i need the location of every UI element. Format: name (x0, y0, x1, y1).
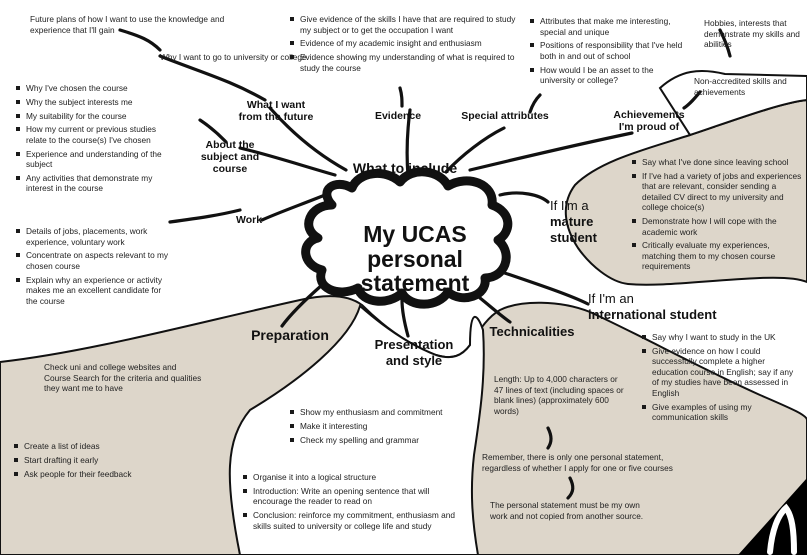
future-heading: What I want from the future (238, 99, 314, 123)
why-go-text: Why I want to go to university or colleg… (160, 52, 307, 62)
evidence-item: Evidence showing my understanding of wha… (290, 52, 522, 73)
mature-list: Say what I've done since leaving school … (632, 157, 804, 275)
title-line-1: My UCAS (363, 221, 467, 247)
mature-prefix: If I'm a (550, 198, 589, 213)
logo-mark (738, 478, 807, 555)
special-item: How would I be an asset to the universit… (530, 65, 690, 86)
technicalities-own-work: The personal statement must be my own wo… (490, 500, 644, 521)
work-list: Details of jobs, placements, work experi… (16, 226, 171, 309)
about-item: Any activities that demonstrate my inter… (16, 173, 176, 194)
preparation-item: Start drafting it early (14, 455, 174, 466)
international-prefix: If I'm an (588, 291, 634, 306)
evidence-heading: Evidence (374, 110, 422, 122)
about-list: Why I've chosen the course Why the subje… (16, 83, 176, 197)
international-item: Give examples of using my communication … (642, 402, 802, 423)
hub-heading: What to include (352, 160, 458, 176)
technicalities-remember: Remember, there is only one personal sta… (482, 452, 673, 473)
technicalities-length: Length: Up to 4,000 characters or 47 lin… (494, 374, 624, 416)
presentation-heading: Presentation and style (374, 337, 454, 368)
mature-heading: If I'm a mature student (550, 198, 612, 246)
evidence-list: Give evidence of the skills I have that … (290, 14, 522, 76)
special-list: Attributes that make me interesting, spe… (530, 16, 690, 89)
bottom-white-region (228, 304, 485, 555)
work-item: Explain why an experience or activity ma… (16, 275, 171, 307)
preparation-item: Ask people for their feedback (14, 469, 174, 480)
mature-item: Demonstrate how I will cope with the aca… (632, 216, 804, 237)
mature-item: Say what I've done since leaving school (632, 157, 804, 168)
special-item: Attributes that make me interesting, spe… (530, 16, 690, 37)
international-title: international student (588, 307, 717, 322)
work-heading: Work (235, 214, 263, 226)
presentation-item: Introduction: Write an opening sentence … (243, 486, 467, 507)
about-item: My suitability for the course (16, 111, 176, 122)
evidence-item: Give evidence of the skills I have that … (290, 14, 522, 35)
special-heading: Special attributes (461, 110, 549, 122)
future-plans-text: Future plans of how I want to use the kn… (30, 14, 225, 35)
page-title: My UCAS personal statement (330, 222, 500, 296)
about-item: Why the subject interests me (16, 97, 176, 108)
mature-item: If I've had a variety of jobs and experi… (632, 171, 804, 213)
title-line-2: personal (367, 245, 463, 272)
preparation-check-text: Check uni and college websites and Cours… (44, 362, 202, 393)
international-list: Say why I want to study in the UK Give e… (642, 332, 802, 426)
presentation-item: Show my enthusiasm and commitment (290, 407, 470, 418)
achievements-heading: Achievements I'm proud of (613, 109, 685, 133)
work-item: Details of jobs, placements, work experi… (16, 226, 171, 247)
preparation-heading: Preparation (251, 327, 329, 343)
non-accredited-text: Non-accredited skills and achievements (694, 76, 787, 97)
title-line-3: statement (360, 270, 470, 296)
presentation-item: Conclusion: reinforce my commitment, ent… (243, 510, 467, 531)
international-item: Give evidence on how I could successfull… (642, 346, 802, 399)
about-item: Why I've chosen the course (16, 83, 176, 94)
presentation-list-bottom: Organise it into a logical structure Int… (243, 472, 467, 534)
preparation-list: Create a list of ideas Start drafting it… (14, 441, 174, 482)
mature-item: Critically evaluate my experiences, matc… (632, 240, 804, 272)
mature-title: mature student (550, 214, 597, 245)
logo-arrow (767, 503, 797, 555)
presentation-item: Check my spelling and grammar (290, 435, 470, 446)
work-item: Concentrate on aspects relevant to my ch… (16, 250, 171, 271)
about-item: Experience and understanding of the subj… (16, 149, 176, 170)
evidence-item: Evidence of my academic insight and enth… (290, 38, 522, 49)
presentation-item: Make it interesting (290, 421, 470, 432)
about-heading: About the subject and course (200, 139, 260, 175)
presentation-list-top: Show my enthusiasm and commitment Make i… (290, 407, 470, 448)
branch-lines (118, 28, 732, 500)
preparation-item: Create a list of ideas (14, 441, 174, 452)
hobbies-text: Hobbies, interests that demonstrate my s… (704, 18, 800, 49)
international-heading: If I'm an international student (588, 291, 738, 323)
title-cloud (301, 167, 513, 309)
international-item: Say why I want to study in the UK (642, 332, 802, 343)
technicalities-heading: Technicalities (489, 324, 575, 339)
presentation-item: Organise it into a logical structure (243, 472, 467, 483)
about-item: How my current or previous studies relat… (16, 124, 176, 145)
special-item: Positions of responsibility that I've he… (530, 40, 690, 61)
